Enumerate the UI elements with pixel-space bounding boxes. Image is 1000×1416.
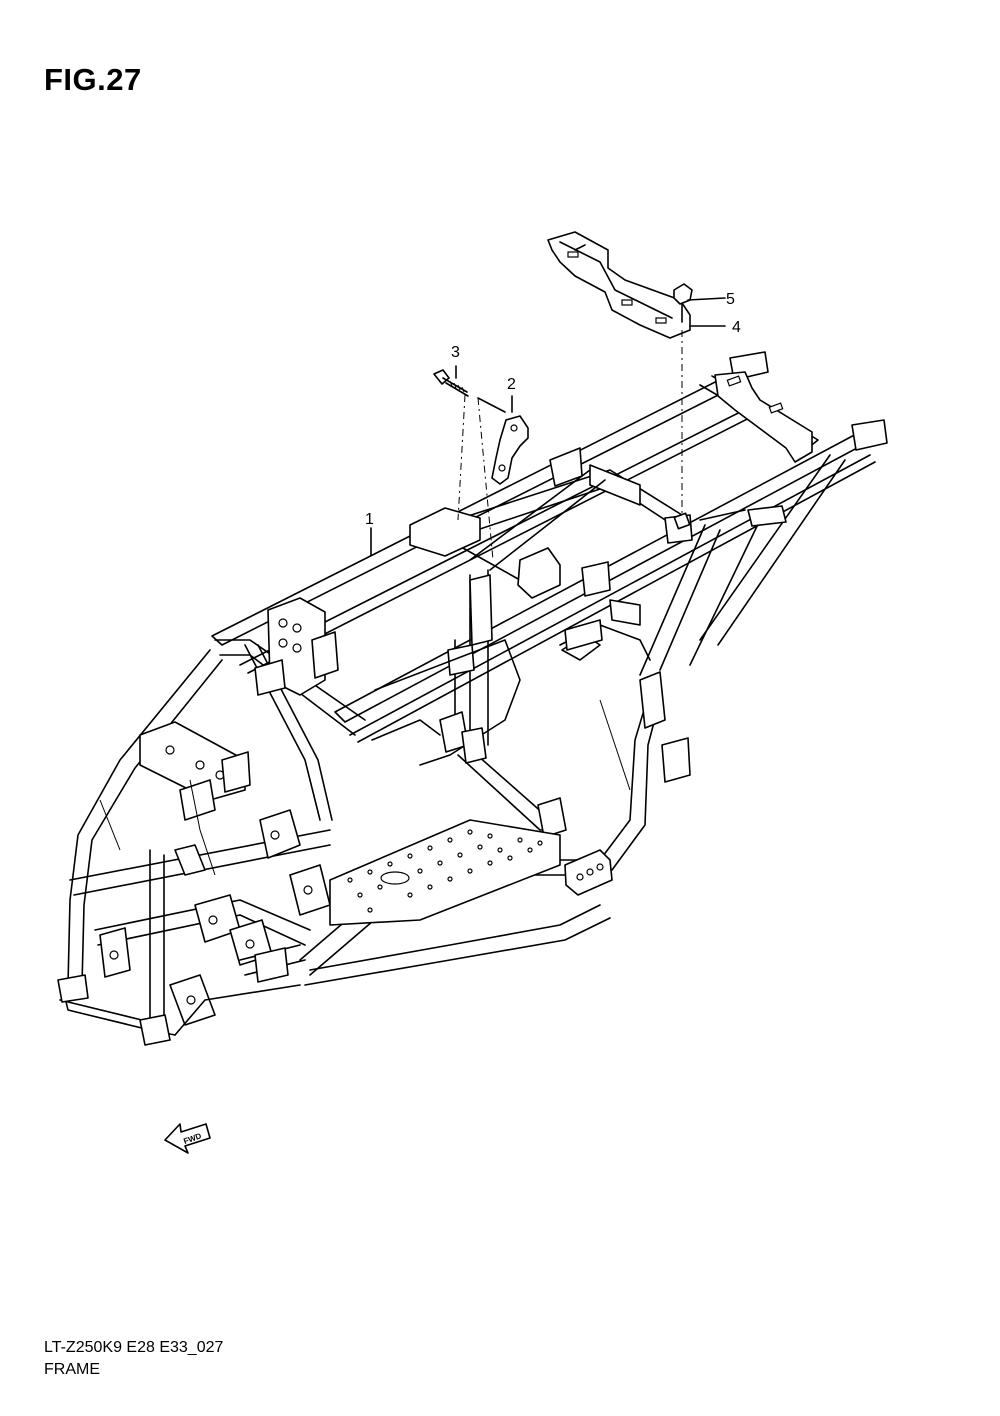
part-3-bolt (433, 365, 469, 397)
forward-arrow-icon: FWD (164, 1123, 211, 1154)
part-5-bolt (673, 283, 726, 323)
figure-title: FIG.27 (44, 62, 142, 97)
mid-bracket-left (409, 507, 481, 557)
footwell-floor (329, 819, 561, 926)
callout-1: 1 (365, 511, 374, 528)
front-cross-plate (139, 721, 246, 801)
floor-hole-grid (347, 829, 543, 913)
small-plate (747, 505, 787, 527)
callout-4: 4 (732, 319, 741, 336)
floor-drain-hole (380, 871, 410, 885)
center-gusset (517, 547, 561, 599)
part-2-bracket (491, 395, 529, 485)
front-bracket-mid (259, 809, 301, 859)
section-name: FRAME (44, 1361, 100, 1378)
part-4-bracket (547, 231, 691, 339)
assembly-line-3 (457, 394, 466, 521)
callout-3: 3 (451, 344, 460, 361)
callout-2: 2 (507, 376, 516, 393)
model-code: LT-Z250K9 E28 E33_027 (44, 1339, 224, 1356)
rear-tube-cap-right (851, 419, 888, 451)
callout-5: 5 (726, 291, 735, 308)
rear-bracket (714, 371, 813, 463)
frame-assembly (57, 351, 888, 1046)
